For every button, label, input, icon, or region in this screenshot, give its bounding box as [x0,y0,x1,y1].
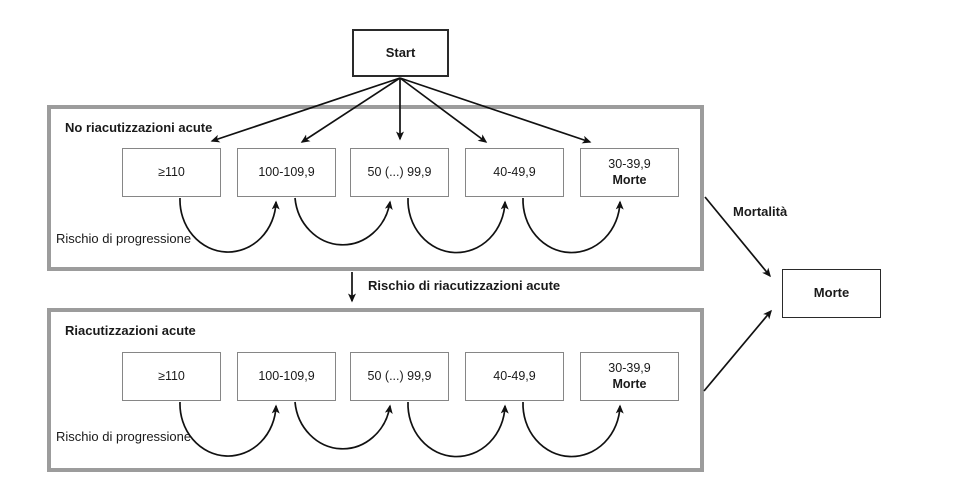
progression-risk-label-top: Rischio di progressione [56,231,192,246]
state-box-40-49-bottom: 40-49,9 [465,352,564,401]
death-label: Morte [813,285,850,301]
state-label: ≥110 [158,368,185,383]
state-label: 50 (...) 99,9 [367,368,432,383]
state-label: 40-49,9 [493,164,536,179]
state-label: 50 (...) 99,9 [367,164,432,179]
state-box-50-99-top: 50 (...) 99,9 [350,148,449,197]
group-title-exacerbations: Riacutizzazioni acute [65,323,196,338]
mortality-arrow-bottom [703,309,772,392]
state-box-50-99-bottom: 50 (...) 99,9 [350,352,449,401]
state-box-ge110-top: ≥110 [122,148,221,197]
group-title-no-exacerbations: No riacutizzazioni acute [65,120,213,135]
state-box-40-49-top: 40-49,9 [465,148,564,197]
progression-risk-label-bottom: Rischio di progressione [56,429,192,444]
start-node: Start [352,29,449,77]
state-label: 30-39,9 [608,360,651,375]
start-label: Start [385,44,416,60]
state-box-30-39-morte-bottom: 30-39,9 Morte [580,352,679,401]
state-box-ge110-bottom: ≥110 [122,352,221,401]
state-label: 30-39,9 [608,156,651,171]
state-box-100-109-top: 100-109,9 [237,148,336,197]
exacerbation-risk-label: Rischio di riacutizzazioni acute [368,278,561,293]
state-box-30-39-morte-top: 30-39,9 Morte [580,148,679,197]
state-label: ≥110 [158,164,185,179]
state-label: 100-109,9 [258,164,315,179]
death-node: Morte [782,269,881,318]
state-box-100-109-bottom: 100-109,9 [237,352,336,401]
mortality-label: Mortalità [733,204,788,219]
state-label: 40-49,9 [493,368,536,383]
state-label: 100-109,9 [258,368,315,383]
state-sublabel: Morte [612,172,647,187]
state-sublabel: Morte [612,376,647,391]
